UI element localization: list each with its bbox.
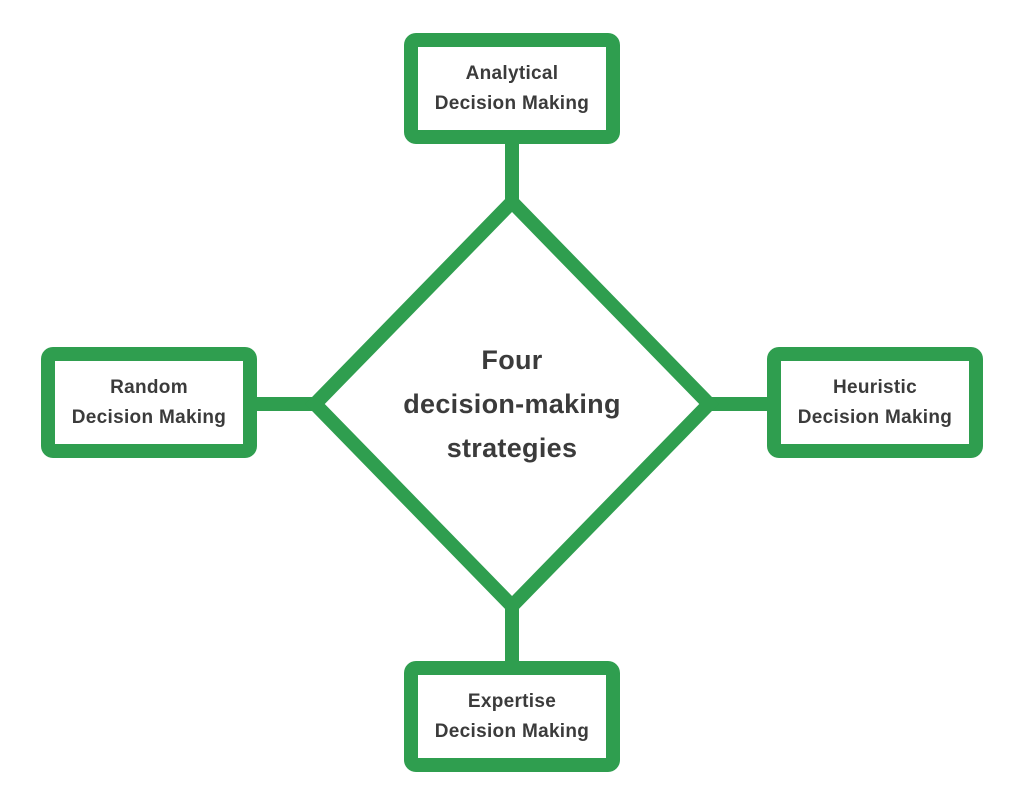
node-heuristic-label-line2: Decision Making [797,406,953,428]
node-expertise: Expertise Decision Making [404,661,620,772]
node-heuristic-label-line1: Heuristic [832,376,917,398]
node-expertise-label-line2: Decision Making [434,720,590,742]
center-diamond-shape [305,191,719,617]
center-diamond-label: Four decision-making strategies [332,334,692,474]
node-heuristic: Heuristic Decision Making [767,347,983,458]
center-label-line1: Four [481,345,543,375]
center-label-line2: decision-making [403,389,621,419]
node-random: Random Decision Making [41,347,257,458]
node-analytical: Analytical Decision Making [404,33,620,144]
node-random-label-line2: Decision Making [71,406,227,428]
node-analytical-label-line1: Analytical [465,62,559,84]
center-label-line3: strategies [446,433,578,463]
node-expertise-label-line1: Expertise [467,690,557,712]
node-analytical-label-line2: Decision Making [434,92,590,114]
node-random-label-line1: Random [110,376,188,398]
